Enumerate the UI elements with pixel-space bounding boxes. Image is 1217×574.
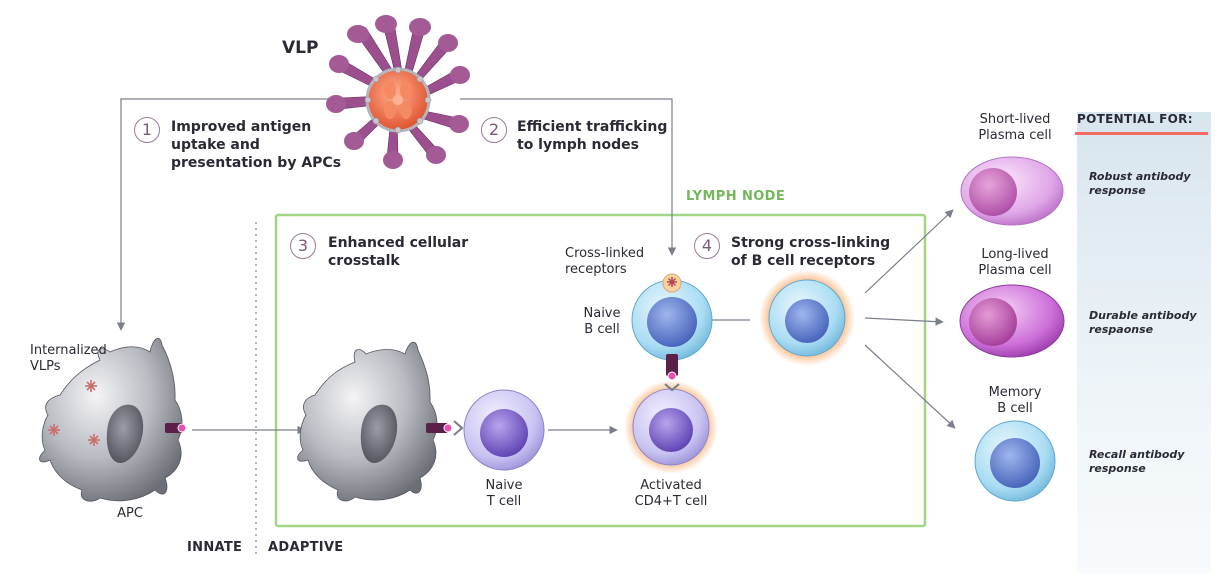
outcome-robust-line-1: Robust antibody [1089,170,1191,183]
internalized-vlps-label: Internalized VLPs [30,343,107,375]
apc-cell-adaptive [297,341,464,502]
step-2-line-2: to lymph nodes [517,137,639,153]
arrow-vlp-to-apc [116,98,330,331]
naive-t-line-2: T cell [486,494,522,509]
innate-label: INNATE [187,540,243,555]
apc-cell [39,337,187,502]
activated-line-2: CD4+T cell [634,494,708,509]
memory-b-label: Memory B cell [965,385,1065,417]
naive-t-cell [463,389,545,471]
step-4-line-1: Strong cross-linking [731,235,891,251]
naive-t-cell-label: Naive T cell [474,478,534,510]
outcome-robust-line-2: response [1089,184,1146,197]
cross-linked-line-1: Cross-linked [565,246,645,261]
internalized-line-2: VLPs [30,359,61,374]
step-1-line-2: uptake and [171,137,260,153]
vlp-particle [326,15,470,169]
cross-linked-line-2: receptors [565,262,627,277]
vlp-label: VLP [282,38,319,58]
arrow-to-long-lived [864,317,944,326]
step-1-line-1: Improved antigen [171,119,312,135]
activated-line-1: Activated [640,478,702,493]
short-lived-plasma-cell [960,156,1064,226]
long-lived-label: Long-lived Plasma cell [965,247,1065,279]
cross-linked-receptors-label: Cross-linked receptors [565,246,644,278]
step-3-text: Enhanced cellular crosstalk [328,234,468,270]
potential-panel [1077,112,1211,574]
potential-accent-line [1075,132,1208,135]
step-3-line-2: crosstalk [328,253,400,269]
naive-b-line-1: Naive [583,306,621,321]
step-4-text: Strong cross-linking of B cell receptors [731,234,890,270]
outcome-recall-line-2: response [1089,462,1146,475]
short-lived-line-2: Plasma cell [978,128,1052,143]
outcome-durable-line-1: Durable antibody [1089,309,1197,322]
short-lived-label: Short-lived Plasma cell [965,112,1065,144]
memory-line-2: B cell [997,401,1033,416]
lymph-node-label: LYMPH NODE [686,189,786,204]
long-lived-line-2: Plasma cell [978,263,1052,278]
step-3-line-1: Enhanced cellular [328,235,469,251]
step-4-number: 4 [694,233,720,259]
activated-cd4-t-cell [624,380,718,474]
naive-b-line-2: B cell [584,322,620,337]
memory-line-1: Memory [988,385,1042,400]
adaptive-label: ADAPTIVE [268,540,344,555]
outcome-recall: Recall antibody response [1089,448,1207,476]
naive-b-cell-label: Naive B cell [572,306,632,338]
step-2-line-1: Efficient trafficking [517,119,668,135]
long-lived-plasma-cell [959,284,1065,358]
arrow-vlp-to-lymph [460,98,677,256]
memory-b-cell [974,420,1056,502]
crosslinked-b-cell [759,270,855,366]
outcome-robust: Robust antibody response [1089,170,1207,198]
connector-arrows [116,98,956,435]
arrow-to-memory [864,344,956,429]
step-3-number: 3 [290,233,316,259]
outcome-recall-line-1: Recall antibody [1089,448,1185,461]
internalized-line-1: Internalized [30,343,107,358]
naive-b-cell [631,273,713,392]
activated-cd4-label: Activated CD4+T cell [616,478,726,510]
potential-title: POTENTIAL FOR: [1077,112,1193,126]
outcome-durable-line-2: respaonse [1089,323,1154,336]
outcome-durable: Durable antibody respaonse [1089,309,1207,337]
step-2-number: 2 [481,117,507,143]
step-1-text: Improved antigen uptake and presentation… [171,118,341,172]
step-1-number: 1 [134,117,160,143]
step-2-text: Efficient trafficking to lymph nodes [517,118,667,154]
naive-t-line-1: Naive [485,478,523,493]
step-4-line-2: of B cell receptors [731,253,876,269]
arrow-to-short-lived [864,209,954,294]
apc-label: APC [117,506,143,521]
step-1-line-3: presentation by APCs [171,155,342,171]
long-lived-line-1: Long-lived [981,247,1049,262]
lymph-node-box [274,213,927,528]
short-lived-line-1: Short-lived [979,112,1051,127]
